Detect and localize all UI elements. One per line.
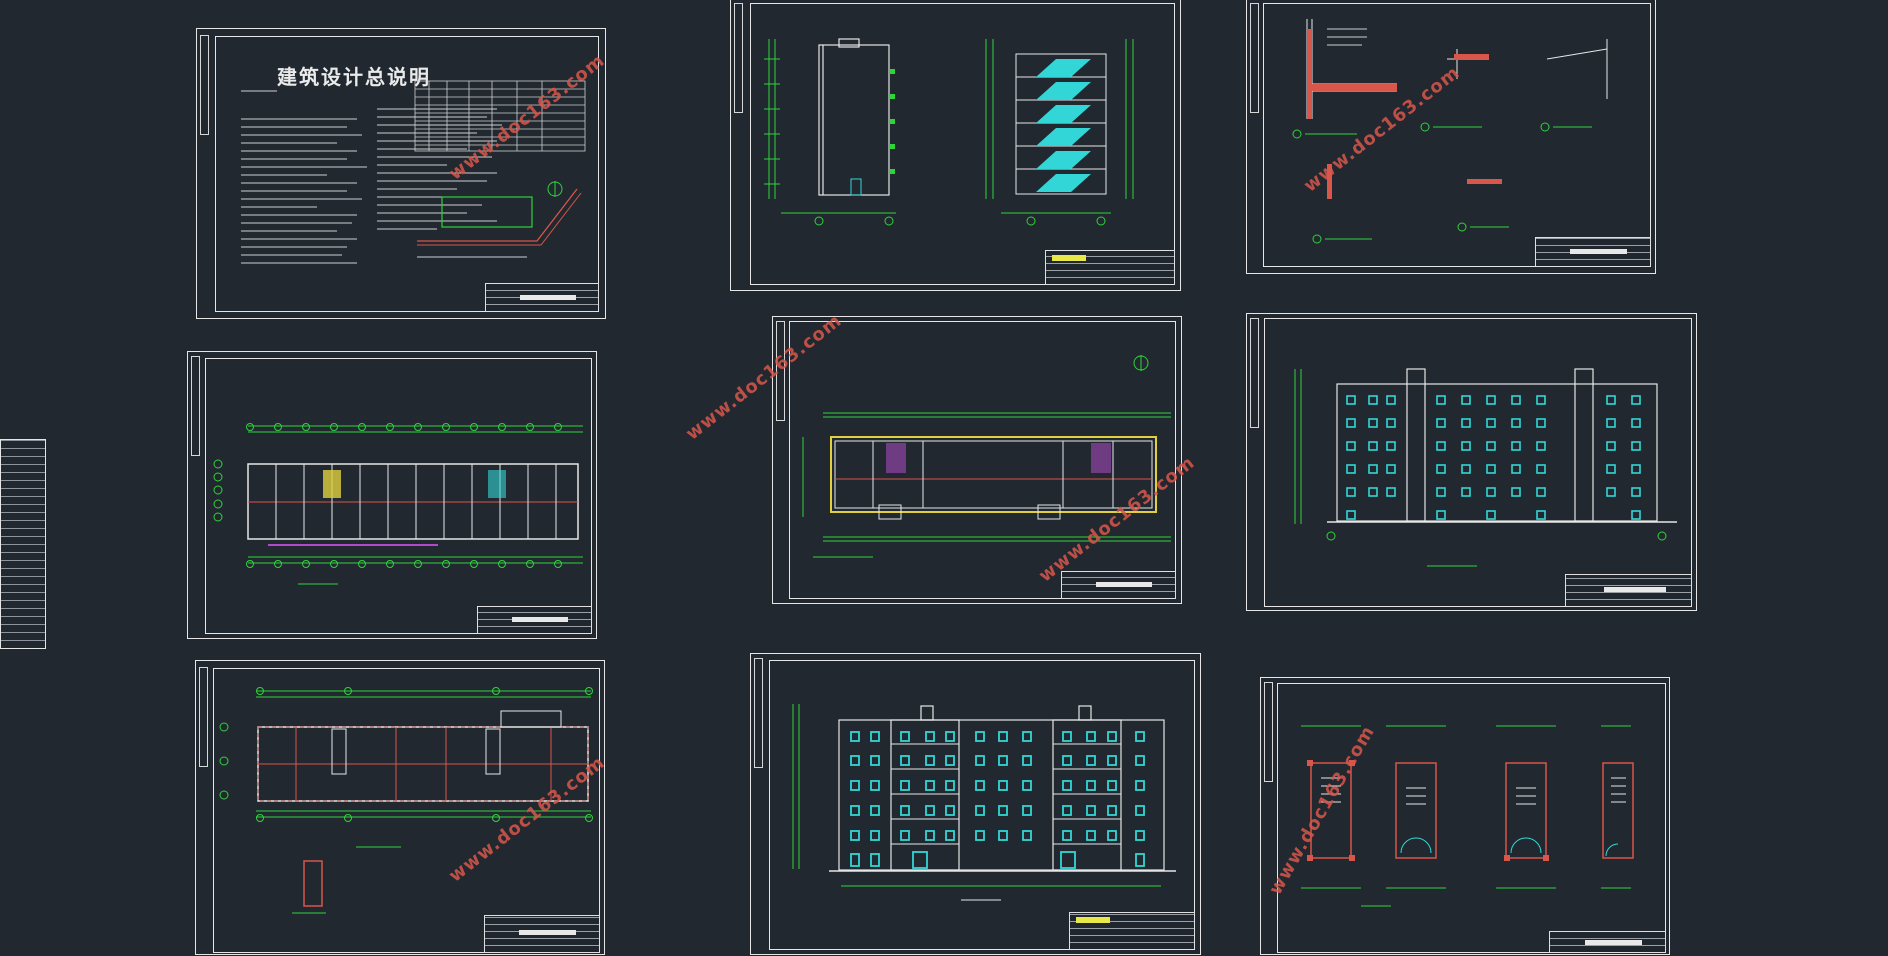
sheet-general-notes: 建筑设计总说明 [196,28,606,319]
sheet-title: 建筑设计总说明 [277,65,431,89]
sheet-floor-plan [187,351,597,639]
title-block [1549,931,1666,953]
sheet-rear-elevation [1246,313,1697,611]
floor-plan-drawing [213,423,583,585]
sheet-section [730,0,1181,291]
sheet-details [1246,0,1656,274]
title-block [1069,912,1195,950]
title-block [1565,574,1692,607]
sheet-ground-plan [772,316,1182,604]
title-block [477,606,592,634]
ground-plan-drawing [802,355,1171,558]
stair-drawing [1301,725,1634,907]
sheet-front-elevation [750,653,1201,955]
section-drawing [764,38,1134,226]
title-block [484,915,600,953]
details-drawing [1292,19,1608,244]
title-block [1045,250,1175,285]
front-elevation-drawing [792,704,1176,901]
notes-drawing [241,80,586,264]
title-block [1535,237,1651,267]
partial-sheet-left [0,439,46,649]
title-block [485,283,599,312]
roof-plan-drawing [219,687,593,914]
rear-elevation-drawing [1294,368,1677,567]
title-block [1061,571,1176,599]
